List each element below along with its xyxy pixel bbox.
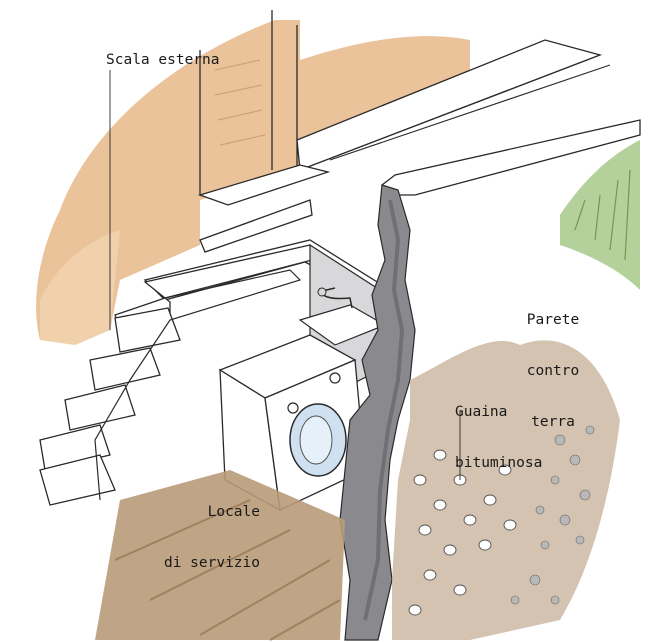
background-wall-wash-light <box>40 230 120 345</box>
washing-machine-knob-1 <box>287 402 299 414</box>
faucet-knob <box>317 287 327 297</box>
label-guaina-bituminosa: Guaina bituminosa <box>455 370 542 489</box>
gravel <box>408 449 517 616</box>
soil-section <box>392 340 620 640</box>
wall-hatch <box>214 59 266 146</box>
floor <box>95 470 345 640</box>
stair-stringer <box>94 269 302 501</box>
label-locale-line-2: di servizio <box>163 555 260 571</box>
grass-strokes <box>574 169 631 261</box>
floor-planks <box>114 499 341 641</box>
label-locale-di-servizio: Locale di servizio <box>150 470 260 589</box>
exterior-stairs <box>39 244 313 506</box>
label-guaina-line-1: Guaina <box>455 404 508 420</box>
label-scala-esterna: Scala esterna <box>106 52 220 68</box>
landing-step <box>199 199 313 253</box>
washing-machine-door-glass <box>299 415 333 465</box>
coarse-gravel <box>510 425 595 605</box>
label-parete-line-2: contro <box>526 363 580 379</box>
label-locale-line-1: Locale <box>207 504 260 520</box>
terrace-edge <box>299 54 611 171</box>
grass <box>560 140 640 290</box>
washing-machine-knob-2 <box>329 372 341 384</box>
label-parete-contro-terra: Parete contro terra <box>508 278 598 448</box>
label-parete-line-1: Parete <box>526 312 580 328</box>
retaining-wall-shadow <box>363 199 405 621</box>
landing <box>197 164 331 206</box>
label-parete-line-3: terra <box>531 414 575 430</box>
label-guaina-line-2: bituminosa <box>455 455 543 471</box>
